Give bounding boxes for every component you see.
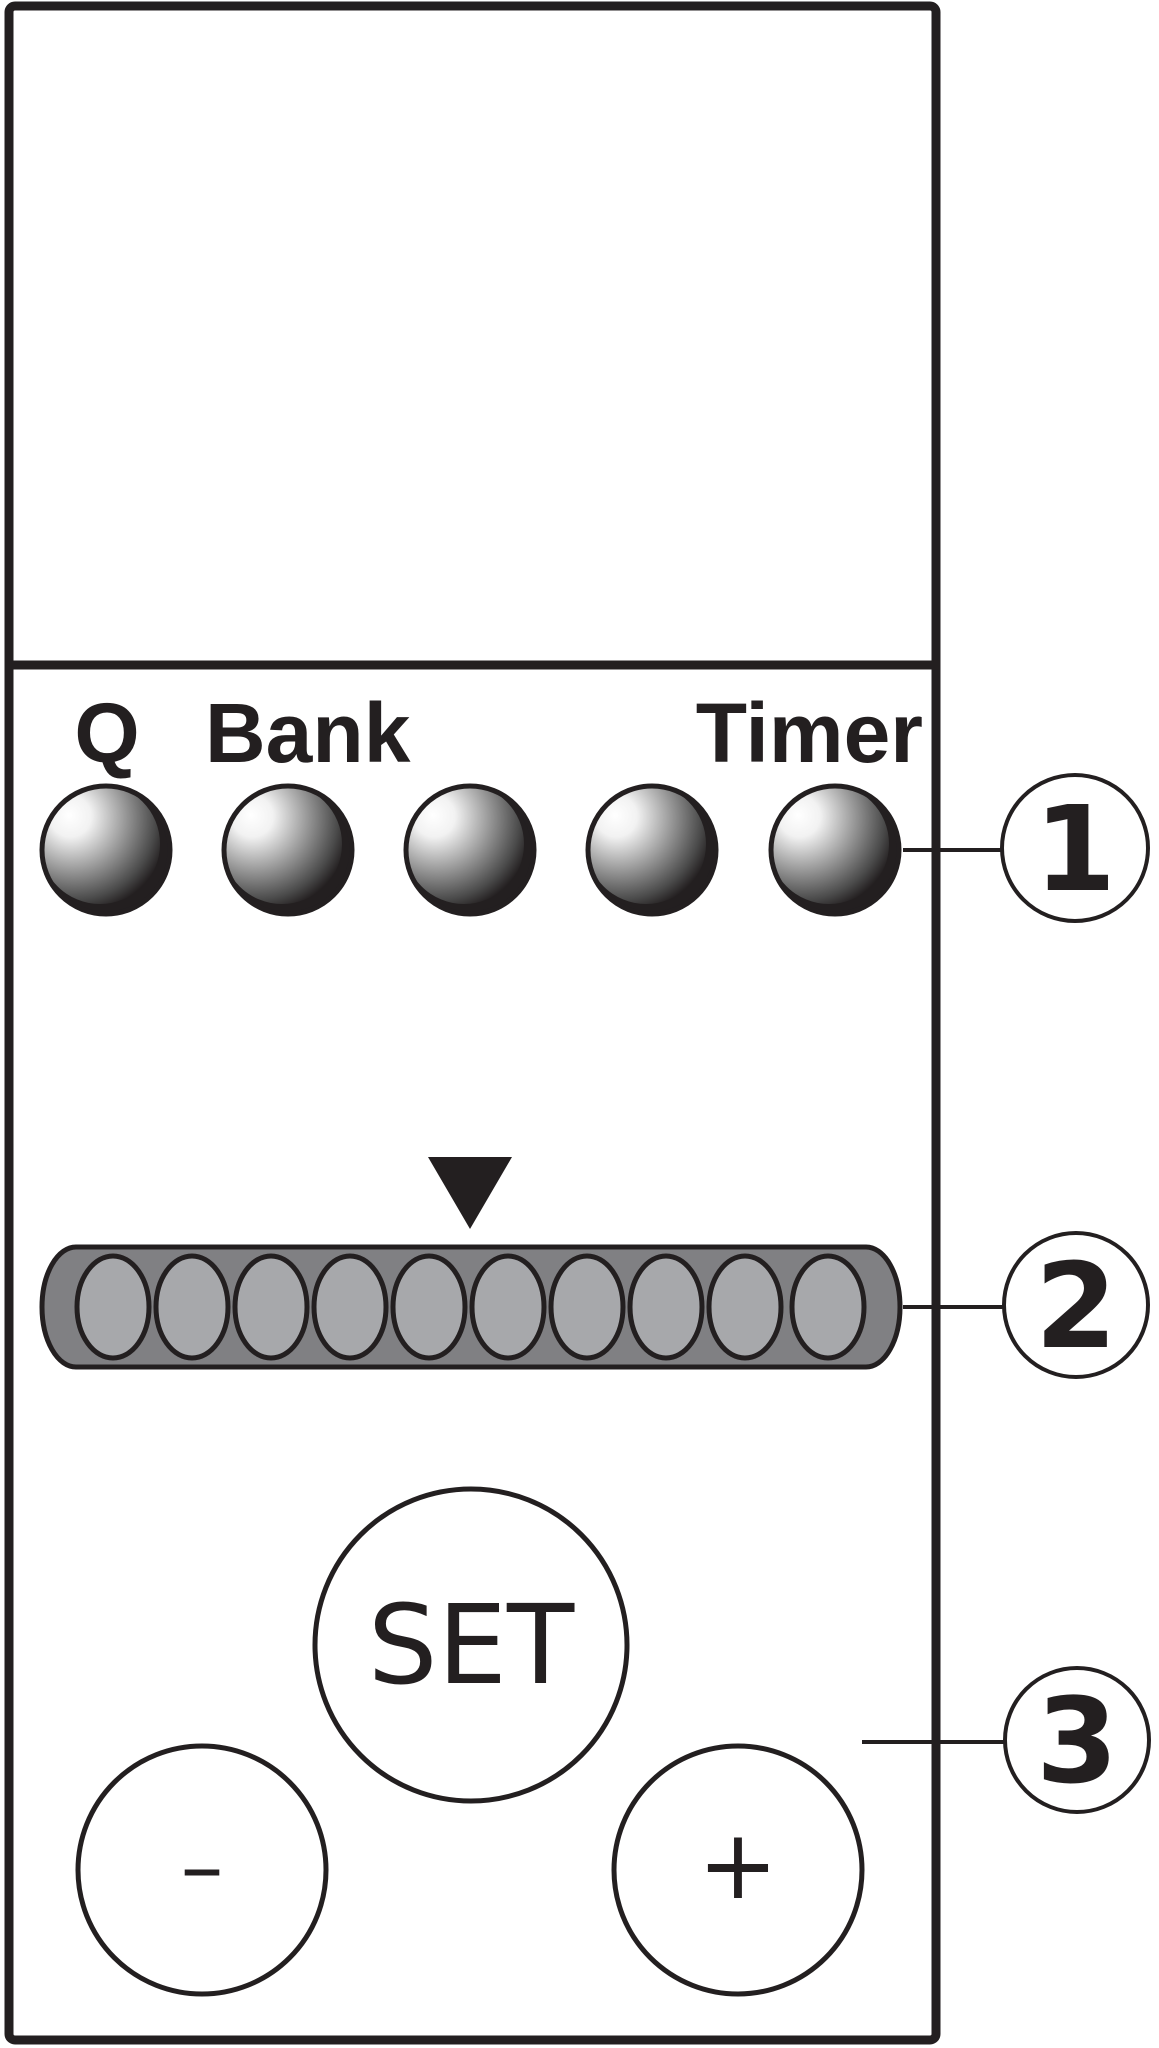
bar-segment <box>789 1253 867 1361</box>
set-button[interactable]: SET <box>312 1486 630 1804</box>
bar-segment <box>232 1253 310 1361</box>
callout-1-number: 1 <box>1034 780 1116 918</box>
minus-button[interactable]: – <box>75 1743 329 1997</box>
plus-button-label: + <box>698 1809 778 1921</box>
led-4 <box>585 783 719 917</box>
led-3 <box>403 783 537 917</box>
bar-segment <box>627 1253 705 1361</box>
led-label-timer: Timer <box>696 686 923 780</box>
led-row <box>39 783 902 917</box>
callout-3: 3 <box>862 1666 1151 1814</box>
bar-segment <box>311 1253 389 1361</box>
bar-segment <box>153 1253 231 1361</box>
callout-2-circle <box>1002 1231 1150 1379</box>
set-button-label: SET <box>368 1581 575 1709</box>
callout-3-circle <box>1003 1666 1151 1814</box>
led-5 <box>768 783 902 917</box>
callout-3-number: 3 <box>1036 1672 1118 1810</box>
minus-button-label: – <box>181 1817 224 1917</box>
callout-2-number: 2 <box>1035 1237 1117 1375</box>
bar-segment <box>548 1253 626 1361</box>
led-2 <box>221 783 355 917</box>
callout-1-circle <box>1000 773 1150 923</box>
callout-1: 1 <box>903 773 1150 923</box>
led-1 <box>39 783 173 917</box>
led-bar-graph <box>39 1244 903 1370</box>
bar-segment <box>469 1253 547 1361</box>
led-label-q: Q <box>74 686 139 780</box>
panel-frame <box>4 1 941 2045</box>
bar-segment <box>706 1253 784 1361</box>
bar-segment <box>390 1253 468 1361</box>
plus-button[interactable]: + <box>611 1743 865 1997</box>
led-label-bank: Bank <box>205 686 411 780</box>
down-triangle-icon <box>428 1157 512 1229</box>
bar-segment <box>74 1253 152 1361</box>
callout-2: 2 <box>903 1231 1150 1379</box>
